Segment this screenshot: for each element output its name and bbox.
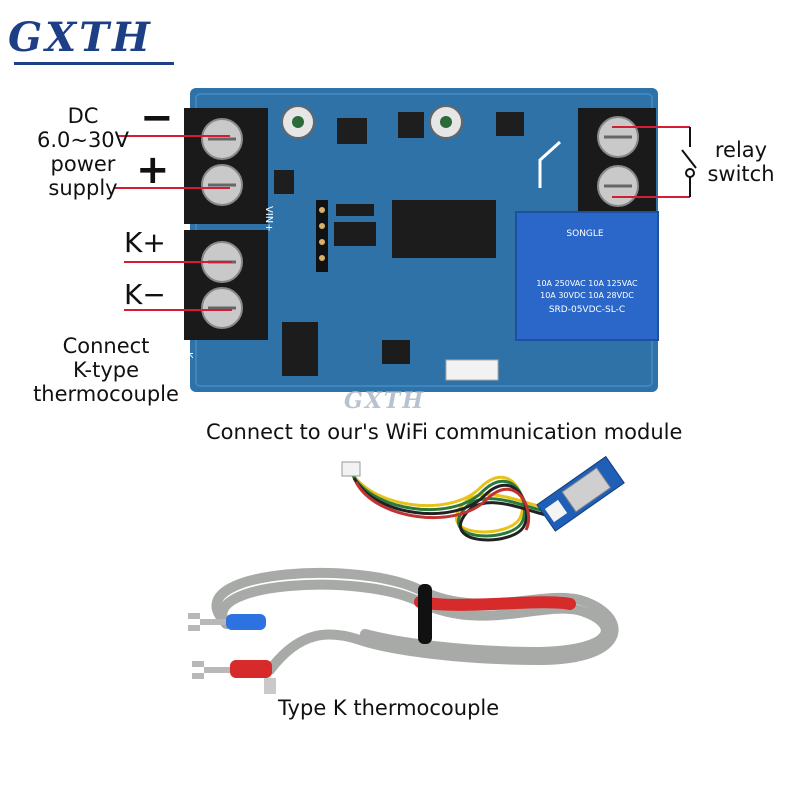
plus-sign: + [136,147,170,193]
wifi-connector [445,359,499,381]
svg-text:VIN+: VIN+ [263,206,274,232]
connect-thermocouple-label: Connect K-type thermocouple [33,334,179,406]
svg-text:SONGLE: SONGLE [566,229,604,239]
wifi-caption: Connect to our's WiFi communication modu… [206,420,683,444]
brand-logo: GXTH [8,14,153,61]
svg-text:10A 30VDC 10A 28VDC: 10A 30VDC 10A 28VDC [540,291,634,300]
thermocouple-illustration [188,567,619,694]
k-minus-label: K− [124,278,166,311]
relay [515,211,659,341]
right-terminals [578,108,656,224]
thermocouple-caption: Type K thermocouple [278,696,500,720]
left-terminals [184,108,268,340]
dc-power-label: DC 6.0~30V power supply [36,104,130,200]
k-plus-label: K+ [124,226,166,259]
switch-icon [681,127,697,197]
relay-switch-label: relay switch [707,138,775,186]
pointer-lines [114,126,690,311]
watermark: GXTH [344,388,426,414]
minus-sign: − [140,95,174,141]
main-ic [392,200,496,258]
wifi-module-illustration [341,455,625,542]
svg-text:10A 250VAC 10A 125VAC: 10A 250VAC 10A 125VAC [536,279,638,288]
svg-text:K-: K- [183,352,194,362]
svg-text:SRD-05VDC-SL-C: SRD-05VDC-SL-C [549,305,625,315]
brand-underline [14,62,174,65]
